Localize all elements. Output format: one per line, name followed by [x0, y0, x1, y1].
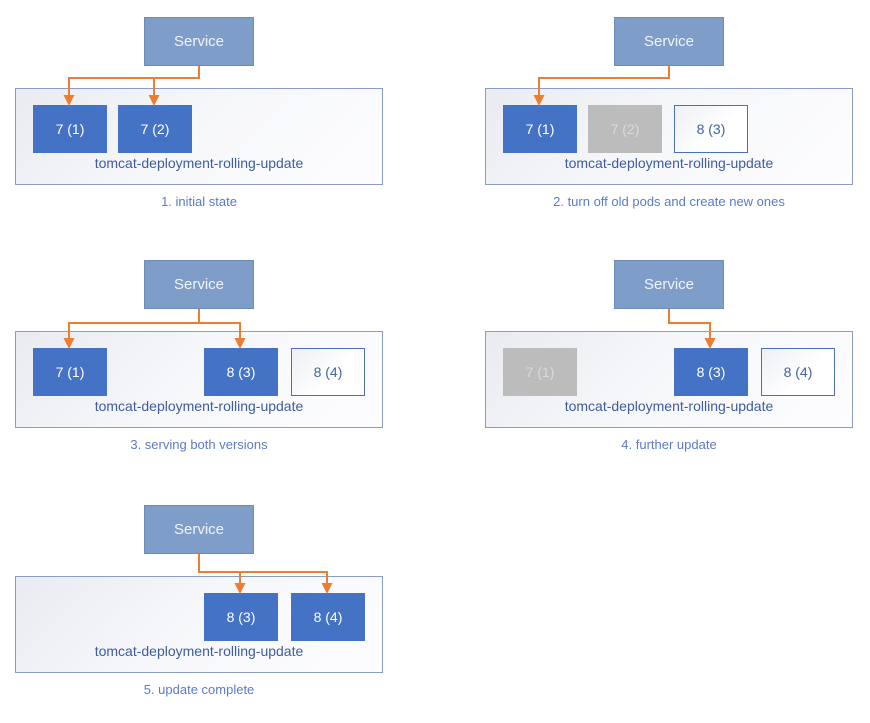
service-label: Service: [173, 276, 225, 293]
pod-node: 7 (2): [588, 105, 662, 153]
pod-label: 7 (1): [55, 364, 85, 380]
pod-label: 7 (1): [525, 121, 555, 137]
diagram-panel: Service tomcat-deployment-rolling-update…: [0, 0, 400, 235]
pod-node: 8 (3): [674, 105, 748, 153]
panel-caption: 4. further update: [621, 437, 717, 452]
pod-label: 7 (2): [140, 121, 170, 137]
pod-node: 8 (4): [291, 593, 365, 641]
pod-node: 8 (3): [204, 348, 278, 396]
pod-node: 7 (1): [33, 105, 107, 153]
service-label: Service: [173, 33, 225, 50]
pod-label: 7 (1): [55, 121, 85, 137]
panel-caption: 1. initial state: [161, 194, 237, 209]
service-node: Service: [144, 505, 254, 554]
deployment-label: tomcat-deployment-rolling-update: [94, 398, 304, 414]
diagram-panel: Service tomcat-deployment-rolling-update…: [470, 0, 870, 235]
deployment-label: tomcat-deployment-rolling-update: [564, 155, 774, 171]
service-label: Service: [643, 276, 695, 293]
diagram-panel: Service tomcat-deployment-rolling-update…: [0, 243, 400, 478]
service-node: Service: [614, 260, 724, 309]
pod-label: 8 (4): [313, 609, 343, 625]
pod-node: 7 (1): [33, 348, 107, 396]
pod-node: 7 (1): [503, 105, 577, 153]
deployment-container: tomcat-deployment-rolling-update 7 (1) 8 …: [15, 331, 383, 428]
panel-caption: 3. serving both versions: [130, 437, 268, 452]
pod-label: 8 (4): [783, 364, 813, 380]
pod-label: 8 (3): [696, 364, 726, 380]
panel-caption: 5. update complete: [143, 682, 255, 697]
deployment-container: tomcat-deployment-rolling-update 7 (1) 7 …: [15, 88, 383, 185]
pod-node: 8 (4): [291, 348, 365, 396]
pod-label: 8 (3): [226, 364, 256, 380]
deployment-container: tomcat-deployment-rolling-update 8 (3) 8 …: [15, 576, 383, 673]
diagram-panel: Service tomcat-deployment-rolling-update…: [0, 488, 400, 723]
pod-label: 8 (4): [313, 364, 343, 380]
pod-node: 7 (1): [503, 348, 577, 396]
pod-node: 8 (4): [761, 348, 835, 396]
pod-node: 8 (3): [204, 593, 278, 641]
pod-node: 8 (3): [674, 348, 748, 396]
service-label: Service: [173, 521, 225, 538]
deployment-container: tomcat-deployment-rolling-update 7 (1) 8 …: [485, 331, 853, 428]
service-node: Service: [144, 260, 254, 309]
diagram-panel: Service tomcat-deployment-rolling-update…: [470, 243, 870, 478]
pod-label: 7 (2): [610, 121, 640, 137]
pod-label: 8 (3): [696, 121, 726, 137]
deployment-container: tomcat-deployment-rolling-update 7 (1) 7 …: [485, 88, 853, 185]
service-node: Service: [144, 17, 254, 66]
deployment-label: tomcat-deployment-rolling-update: [94, 643, 304, 659]
pod-node: 7 (2): [118, 105, 192, 153]
pod-label: 8 (3): [226, 609, 256, 625]
service-label: Service: [643, 33, 695, 50]
panel-caption: 2. turn off old pods and create new ones: [553, 194, 785, 209]
deployment-label: tomcat-deployment-rolling-update: [94, 155, 304, 171]
pod-label: 7 (1): [525, 364, 555, 380]
deployment-label: tomcat-deployment-rolling-update: [564, 398, 774, 414]
service-node: Service: [614, 17, 724, 66]
